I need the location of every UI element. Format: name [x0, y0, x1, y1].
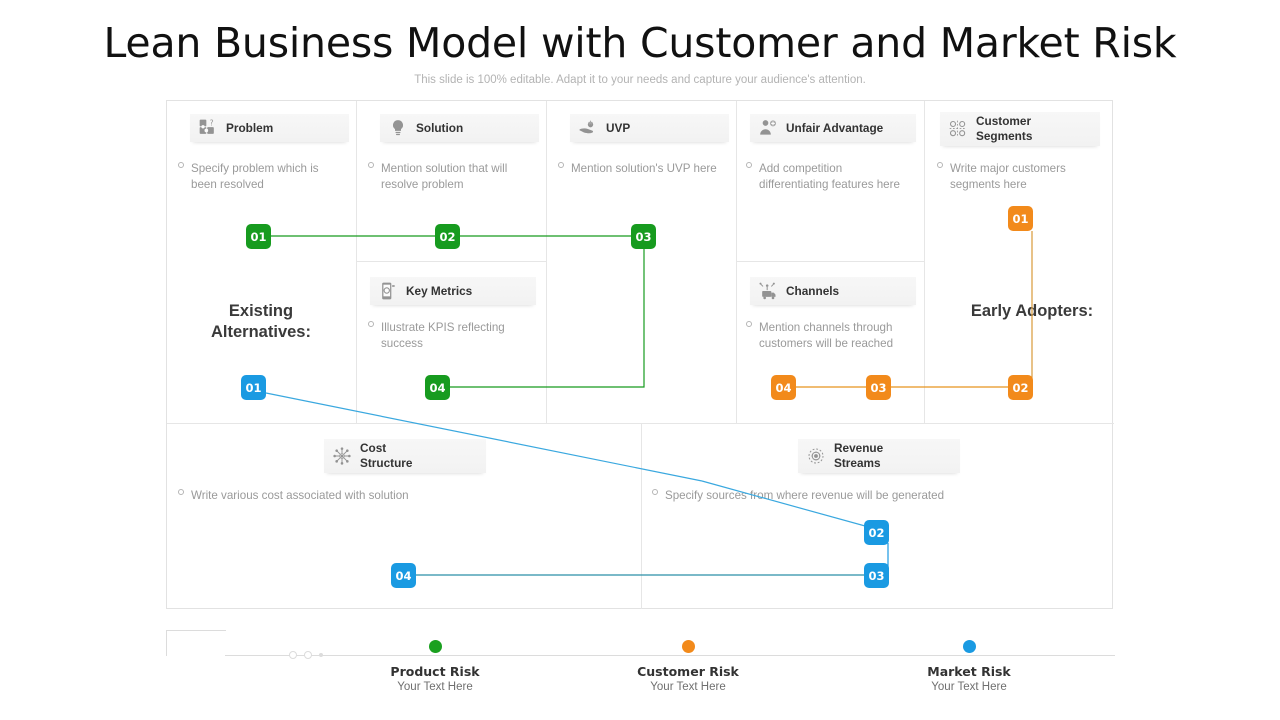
cell-header-unfair-advantage: Unfair Advantage	[750, 114, 916, 142]
cell-header-customer-segments: Customer Segments	[940, 112, 1100, 146]
lightbulb-icon	[388, 118, 408, 138]
bullet-marker	[937, 162, 943, 168]
divider-solution-keymetrics	[356, 261, 546, 262]
cell-title-cost-structure: Cost Structure	[360, 441, 413, 470]
mobile-chart-icon	[378, 281, 398, 301]
segments-grid-icon	[948, 119, 968, 139]
badge-market-risk-01[interactable]: 01	[241, 375, 266, 400]
cell-header-key-metrics: Key Metrics	[370, 277, 536, 305]
cell-header-channels: Channels	[750, 277, 916, 305]
broadcast-truck-icon	[758, 281, 778, 301]
svg-text:?: ?	[210, 119, 214, 128]
risk-legend: Product Risk Your Text Here Customer Ris…	[0, 612, 1280, 720]
cell-body-key-metrics: Illustrate KPIS reflecting success	[368, 320, 538, 353]
badge-customer-risk-01[interactable]: 01	[1008, 206, 1033, 231]
legend-item-market-risk[interactable]: Market Risk Your Text Here	[874, 640, 1064, 693]
legend-stub-horizontal	[166, 630, 226, 631]
cell-title-solution: Solution	[416, 120, 464, 135]
bullet-marker	[652, 489, 658, 495]
badge-customer-risk-02[interactable]: 02	[1008, 375, 1033, 400]
badge-product-risk-04[interactable]: 04	[425, 375, 450, 400]
legend-stub-vertical	[166, 630, 167, 656]
bullet-marker	[368, 321, 374, 327]
network-hub-icon	[332, 446, 352, 466]
badge-customer-risk-03[interactable]: 03	[866, 375, 891, 400]
cell-body-text: Specify sources from where revenue will …	[665, 489, 945, 502]
cell-body-solution: Mention solution that will resolve probl…	[368, 161, 533, 194]
cell-body-text: Write major customers segments here	[950, 162, 1066, 192]
cell-body-unfair-advantage: Add competition differentiating features…	[746, 161, 906, 194]
bullet-marker	[558, 162, 564, 168]
badge-market-risk-02[interactable]: 02	[864, 520, 889, 545]
divider-unfair-channels	[736, 261, 924, 262]
cell-body-text: Mention solution's UVP here	[571, 162, 717, 175]
cell-body-revenue-streams: Specify sources from where revenue will …	[652, 488, 1092, 504]
badge-product-risk-03[interactable]: 03	[631, 224, 656, 249]
mini-dot	[319, 653, 323, 657]
bullet-marker	[178, 489, 184, 495]
badge-customer-risk-04[interactable]: 04	[771, 375, 796, 400]
page-title: Lean Business Model with Customer and Ma…	[103, 19, 1177, 67]
cell-header-revenue-streams: Revenue Streams	[798, 439, 960, 473]
badge-market-risk-04[interactable]: 04	[391, 563, 416, 588]
badge-market-risk-03[interactable]: 03	[864, 563, 889, 588]
puzzle-question-icon: ?	[198, 118, 218, 138]
cell-body-uvp: Mention solution's UVP here	[558, 161, 723, 177]
cell-body-text: Specify problem which is been resolved	[191, 162, 319, 192]
cell-body-problem: Specify problem which is been resolved	[178, 161, 343, 194]
cell-title-customer-segments: Customer Segments	[976, 114, 1033, 143]
cell-body-text: Illustrate KPIS reflecting success	[381, 321, 505, 351]
legend-label-customer-risk: Customer Risk	[637, 664, 739, 679]
divider-col1	[356, 101, 357, 423]
legend-label-market-risk: Market Risk	[927, 664, 1011, 679]
legend-sub-customer-risk: Your Text Here	[650, 681, 726, 693]
cell-title-revenue-streams: Revenue Streams	[834, 441, 884, 470]
legend-knob-product-risk	[428, 640, 442, 653]
legend-knob-customer-risk	[681, 640, 695, 653]
mini-dot	[304, 651, 312, 659]
page-subtitle: This slide is 100% editable. Adapt it to…	[414, 74, 866, 86]
cell-body-text: Mention channels through customers will …	[759, 321, 894, 351]
legend-sub-product-risk: Your Text Here	[397, 681, 473, 693]
legend-knob-market-risk	[962, 640, 976, 653]
early-adopters-label: Early Adopters:	[970, 302, 1094, 320]
cell-body-text: Write various cost associated with solut…	[191, 489, 409, 502]
cell-title-channels: Channels	[786, 283, 840, 298]
cell-body-channels: Mention channels through customers will …	[746, 320, 896, 353]
existing-alternatives-label: Existing Alternatives:	[211, 302, 311, 342]
cell-body-cost-structure: Write various cost associated with solut…	[178, 488, 608, 504]
legend-mini-dots	[289, 651, 323, 659]
cell-title-problem: Problem	[226, 120, 274, 135]
cell-body-text: Add competition differentiating features…	[759, 162, 900, 192]
cell-header-uvp: UVP	[570, 114, 729, 142]
divider-col2	[546, 101, 547, 423]
gear-icon	[806, 446, 826, 466]
legend-sub-market-risk: Your Text Here	[931, 681, 1007, 693]
legend-item-product-risk[interactable]: Product Risk Your Text Here	[340, 640, 530, 693]
cell-header-solution: Solution	[380, 114, 539, 142]
cell-body-text: Mention solution that will resolve probl…	[381, 162, 508, 192]
bullet-marker	[746, 162, 752, 168]
mini-dot	[289, 651, 297, 659]
cell-header-cost-structure: Cost Structure	[324, 439, 486, 473]
bullet-marker	[368, 162, 374, 168]
cell-title-uvp: UVP	[606, 120, 631, 135]
cell-title-key-metrics: Key Metrics	[406, 283, 473, 298]
divider-col3	[736, 101, 737, 423]
divider-bottom-split	[641, 423, 642, 609]
cell-header-problem: ? Problem	[190, 114, 349, 142]
user-plus-icon	[758, 118, 778, 138]
badge-product-risk-02[interactable]: 02	[435, 224, 460, 249]
legend-label-product-risk: Product Risk	[390, 664, 480, 679]
lean-canvas: ? Problem Specify problem which is been …	[166, 100, 1114, 609]
divider-col4	[924, 101, 925, 423]
cell-title-unfair-advantage: Unfair Advantage	[786, 120, 884, 135]
legend-axis	[225, 655, 1115, 656]
cell-body-customer-segments: Write major customers segments here	[937, 161, 1097, 194]
badge-product-risk-01[interactable]: 01	[246, 224, 271, 249]
legend-item-customer-risk[interactable]: Customer Risk Your Text Here	[593, 640, 783, 693]
hand-gift-icon	[578, 118, 598, 138]
bullet-marker	[746, 321, 752, 327]
bullet-marker	[178, 162, 184, 168]
